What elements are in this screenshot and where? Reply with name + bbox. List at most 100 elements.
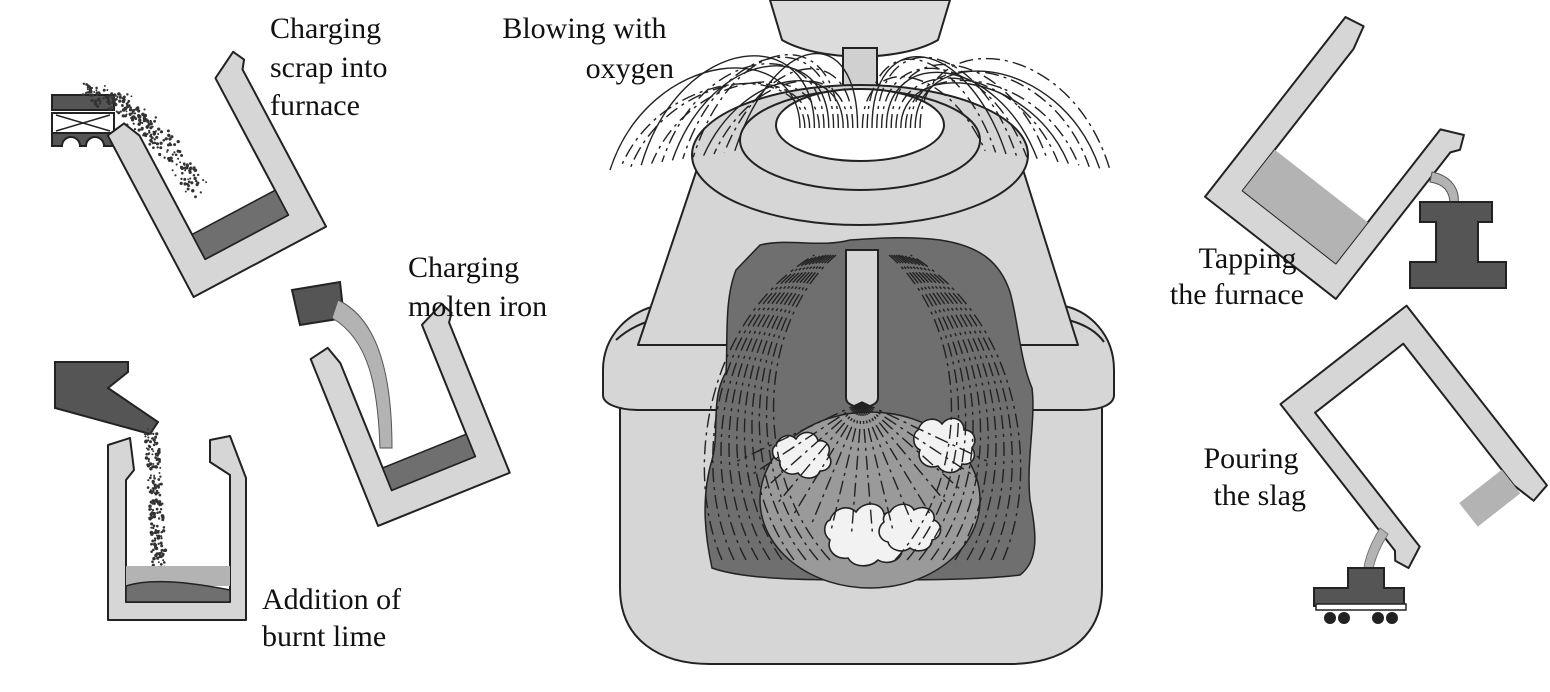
scrap-particle [153,119,157,123]
scrap-particle [91,98,94,101]
particle [148,476,152,480]
scrap-particle [112,108,115,111]
bubbles-right [912,417,976,474]
scrap-particle [173,151,176,154]
scrap-particle [93,99,98,103]
plume-line [619,83,806,169]
scrap-particle [82,82,86,85]
scrap-particle [103,84,106,87]
circulation-line [895,254,974,561]
molten-iron-stream [331,299,393,449]
scrap-particle [156,146,159,149]
jet-line [830,401,863,530]
scrap-particle [86,91,89,94]
particle [154,492,158,496]
scrap-particle [189,177,192,180]
scrap-particle [166,149,169,152]
furnace-vessel-tapping [1204,16,1465,300]
scrap-particle [168,137,172,141]
particle [152,514,157,519]
particle [157,542,160,545]
particle [151,560,154,563]
particle [147,457,151,461]
plume-line [723,68,854,153]
particle [152,488,155,491]
circulation-line [888,254,953,561]
scrap-particle [166,151,168,153]
scrap-particle [148,142,152,146]
particle [156,466,159,469]
plume-line [890,63,1049,161]
lime-addition-illustration [54,361,247,621]
particle [150,448,154,451]
particle [150,508,153,511]
tapping-illustration [1204,16,1507,300]
scrap-particle [112,94,116,98]
circulation-line [905,254,1005,561]
scrap-particle [187,178,190,181]
plume-line [702,80,844,156]
jet-line [792,401,863,516]
slag-pouring-illustration [1279,304,1548,624]
particle [145,447,148,450]
furnace-vessel-iron [309,302,511,527]
scrap-particle [107,97,110,101]
scrap-particle [180,166,185,171]
particle [153,441,157,444]
jet-line [811,401,863,524]
jet-line [747,401,863,478]
plume-line [734,52,859,152]
particle [154,435,157,439]
particle [152,432,155,435]
particle [150,511,154,515]
jet-line [851,401,863,532]
particle [157,551,162,556]
plume-line [671,65,830,161]
furnace-vessel-slag [1279,304,1548,570]
label-tapping: Tapping the furnace [1170,242,1304,311]
scrap-particle [119,94,122,96]
plume-line [914,70,1101,169]
scrap-particle [152,132,156,136]
particle [154,546,158,550]
scrap-particle [158,152,162,157]
circulation-line [903,254,997,561]
scrap-particle [152,130,155,133]
scrap-particle [114,102,118,107]
circulation-line [772,254,837,561]
oxygen-jet-lines [703,254,1022,561]
scrap-particle [106,89,109,91]
scrap-particle [132,122,135,125]
plume-line [861,76,986,152]
scrap-particle [110,97,113,100]
jet-line [861,401,949,506]
scrap-particle [194,195,197,199]
particle [152,443,156,447]
particle [158,472,161,474]
scrap-particle [170,159,174,163]
particle [152,556,156,561]
particle [160,531,163,534]
scrap-particle [102,88,106,92]
particle [158,510,162,514]
particle [155,552,159,556]
particle [159,541,163,545]
particle [152,465,156,469]
particle [144,456,149,460]
scrap-particle [116,95,119,99]
label-pouring-slag: Pouring the slag [1203,442,1306,512]
scrap-particle [123,107,127,111]
scrap-particle [88,93,92,97]
scrap-particle [117,111,121,115]
particle [157,448,161,452]
scrap-particle [136,106,140,110]
plume-line [640,55,816,166]
plume-line [630,82,811,168]
scrap-particle [178,150,182,154]
scrap-particle [84,93,87,95]
scrap-particle [190,181,194,185]
particle [154,452,159,457]
lime-stream [143,428,168,584]
particle [156,536,161,540]
particle [155,524,159,528]
